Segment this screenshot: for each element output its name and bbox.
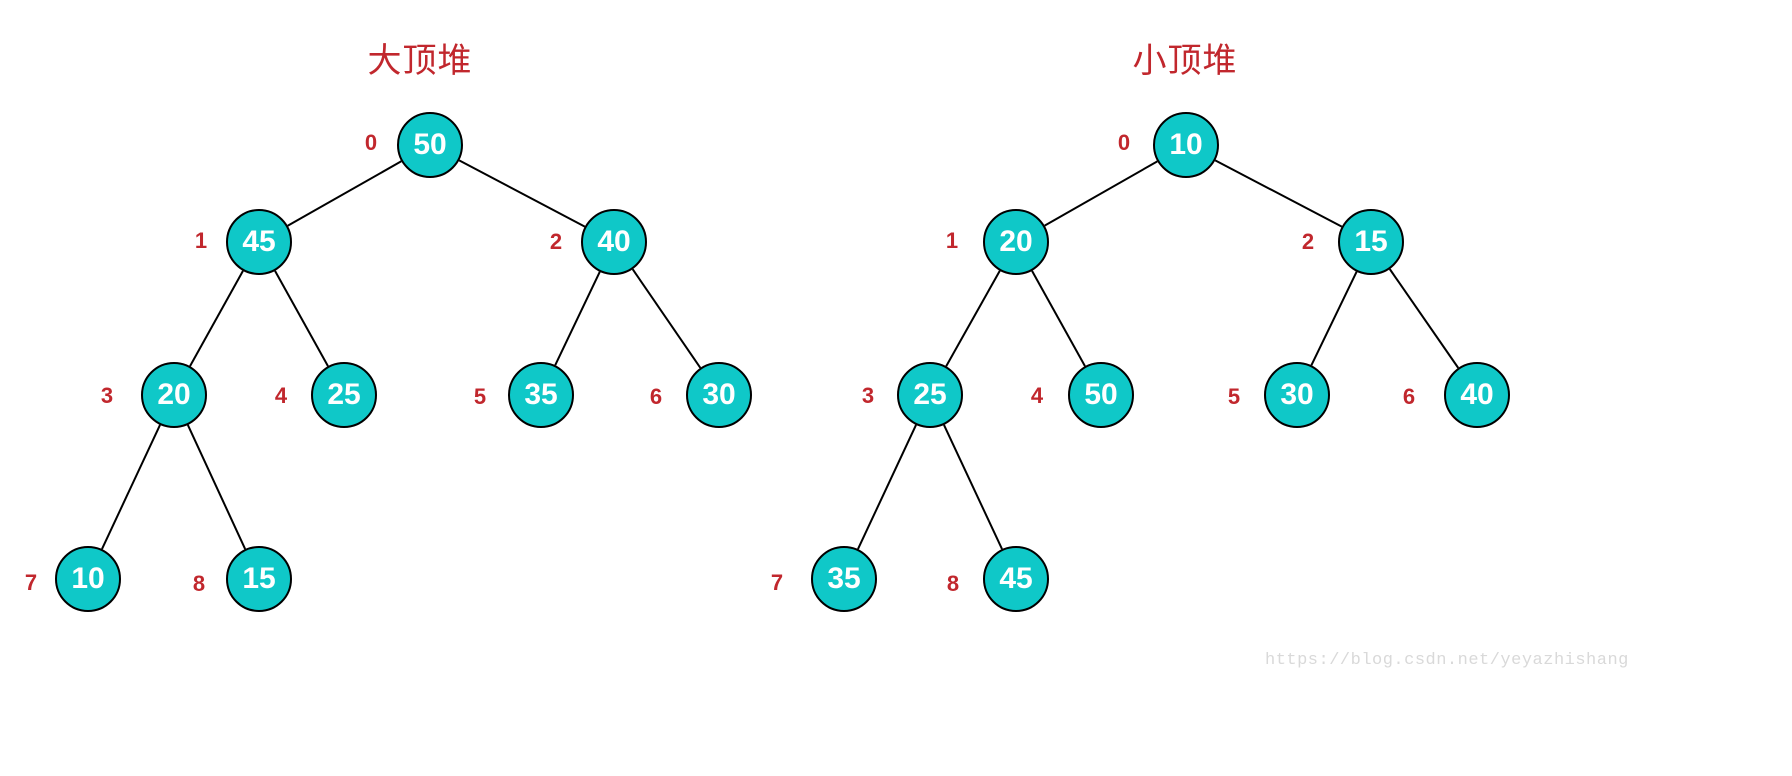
watermark-text: https://blog.csdn.net/yeyazhishang <box>1265 651 1629 670</box>
tree-edge <box>945 270 1001 367</box>
node-index-label: 1 <box>945 228 959 253</box>
tree-edge <box>631 268 702 369</box>
tree-node[interactable]: 45 <box>226 209 292 275</box>
heap-title-max-heap: 大顶堆 <box>367 41 473 81</box>
tree-edge <box>1031 270 1086 367</box>
tree-node[interactable]: 30 <box>1264 362 1330 428</box>
node-index-label: 2 <box>549 229 563 254</box>
node-index-label: 5 <box>473 384 487 409</box>
tree-node[interactable]: 25 <box>311 362 377 428</box>
tree-edge <box>287 160 402 227</box>
tree-node[interactable]: 30 <box>686 362 752 428</box>
tree-node[interactable]: 45 <box>983 546 1049 612</box>
tree-node[interactable]: 10 <box>55 546 121 612</box>
tree-edge <box>458 159 586 228</box>
node-index-label: 8 <box>192 571 206 596</box>
node-index-label: 7 <box>770 570 784 595</box>
tree-node[interactable]: 20 <box>983 209 1049 275</box>
node-index-label: 2 <box>1301 229 1315 254</box>
node-index-label: 7 <box>24 570 38 595</box>
tree-node[interactable]: 10 <box>1153 112 1219 178</box>
tree-edge <box>189 270 244 367</box>
tree-edge <box>554 271 601 366</box>
node-index-label: 5 <box>1227 384 1241 409</box>
node-index-label: 0 <box>1117 130 1131 155</box>
node-index-label: 4 <box>1030 383 1044 408</box>
tree-edge <box>186 424 247 550</box>
tree-edge <box>274 270 329 367</box>
node-index-label: 6 <box>1402 384 1416 409</box>
tree-edge <box>1044 160 1158 227</box>
tree-edge <box>1310 271 1358 366</box>
tree-edge <box>1388 268 1460 369</box>
tree-node[interactable]: 40 <box>581 209 647 275</box>
node-index-label: 0 <box>364 130 378 155</box>
tree-node[interactable]: 35 <box>508 362 574 428</box>
node-index-label: 3 <box>861 383 875 408</box>
tree-node[interactable]: 15 <box>1338 209 1404 275</box>
tree-node[interactable]: 15 <box>226 546 292 612</box>
node-index-label: 4 <box>274 383 288 408</box>
tree-edge <box>101 424 161 550</box>
tree-node[interactable]: 25 <box>897 362 963 428</box>
tree-node[interactable]: 50 <box>1068 362 1134 428</box>
node-index-label: 6 <box>649 384 663 409</box>
tree-edge <box>1214 159 1343 228</box>
tree-node[interactable]: 20 <box>141 362 207 428</box>
node-index-label: 3 <box>100 383 114 408</box>
node-index-label: 8 <box>946 571 960 596</box>
tree-node[interactable]: 35 <box>811 546 877 612</box>
tree-edge <box>857 424 917 550</box>
heap-title-min-heap: 小顶堆 <box>1132 41 1238 81</box>
tree-node[interactable]: 50 <box>397 112 463 178</box>
tree-edge <box>943 424 1003 550</box>
tree-node[interactable]: 40 <box>1444 362 1510 428</box>
node-index-label: 1 <box>194 228 208 253</box>
